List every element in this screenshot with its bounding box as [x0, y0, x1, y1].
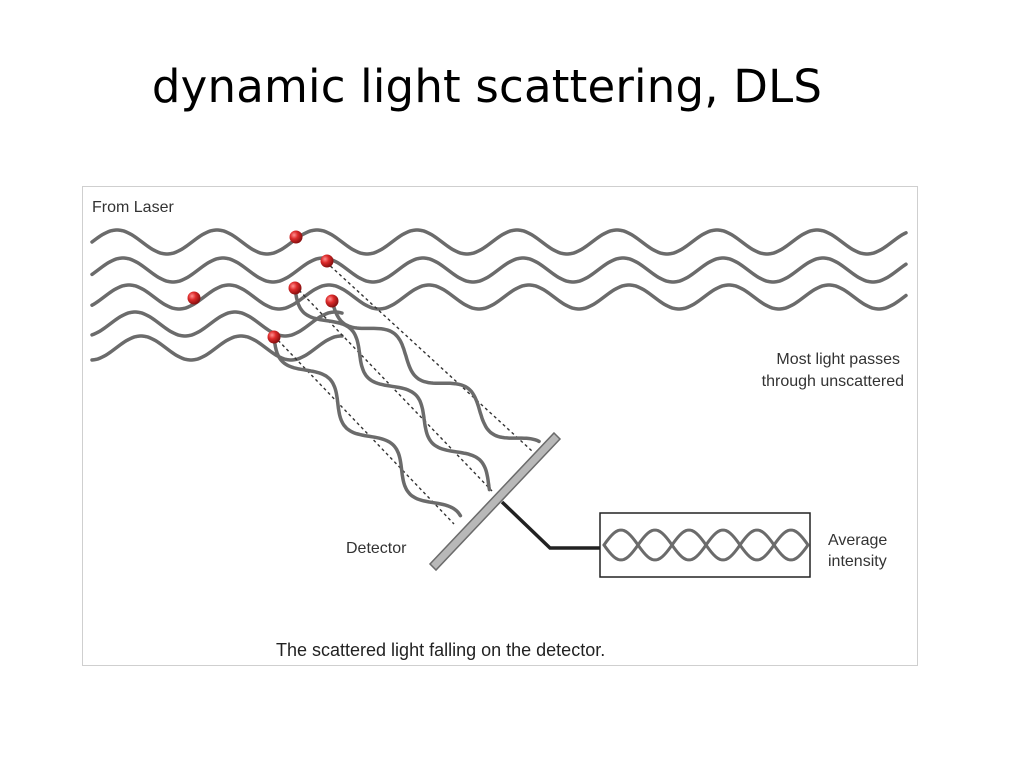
figure-caption: The scattered light falling on the detec… [276, 640, 605, 660]
scatter-guide-lines [273, 261, 533, 525]
laser-wave-4 [90, 310, 344, 338]
scattered-wave-3 [330, 299, 541, 444]
label-unscattered-1: Most light passes [776, 351, 900, 368]
laser-wave-3 [90, 283, 908, 311]
figure-frame [82, 186, 918, 666]
intensity-readout [599, 512, 811, 578]
label-average: Average [828, 532, 887, 549]
slide-title: dynamic light scattering, DLS [151, 60, 823, 113]
detector-plate [428, 431, 562, 572]
guide-line-1 [273, 335, 455, 525]
particle-5 [325, 294, 339, 308]
label-from-laser: From Laser [92, 199, 174, 216]
dls-diagram: From Laser Most light passes through uns… [90, 199, 908, 660]
particles [187, 230, 339, 344]
particle-2 [320, 254, 334, 268]
laser-wave-2 [90, 256, 908, 284]
scattered-wave-1 [272, 335, 463, 518]
detector-cable [500, 500, 602, 550]
readout-wave-2 [602, 528, 810, 562]
label-detector: Detector [346, 540, 407, 557]
laser-waves [90, 228, 908, 362]
scattered-waves [272, 286, 541, 518]
particle-4 [288, 281, 302, 295]
readout-waves [602, 528, 810, 562]
particle-3 [187, 291, 201, 305]
label-intensity: intensity [828, 553, 887, 570]
laser-wave-1 [90, 228, 908, 256]
particle-1 [289, 230, 303, 244]
guide-line-3 [325, 261, 533, 452]
label-unscattered-2: through unscattered [762, 373, 904, 390]
guide-line-2 [294, 285, 493, 492]
laser-wave-5 [90, 334, 344, 362]
scattered-wave-2 [293, 286, 492, 492]
detector [428, 431, 562, 572]
particle-6 [267, 330, 281, 344]
